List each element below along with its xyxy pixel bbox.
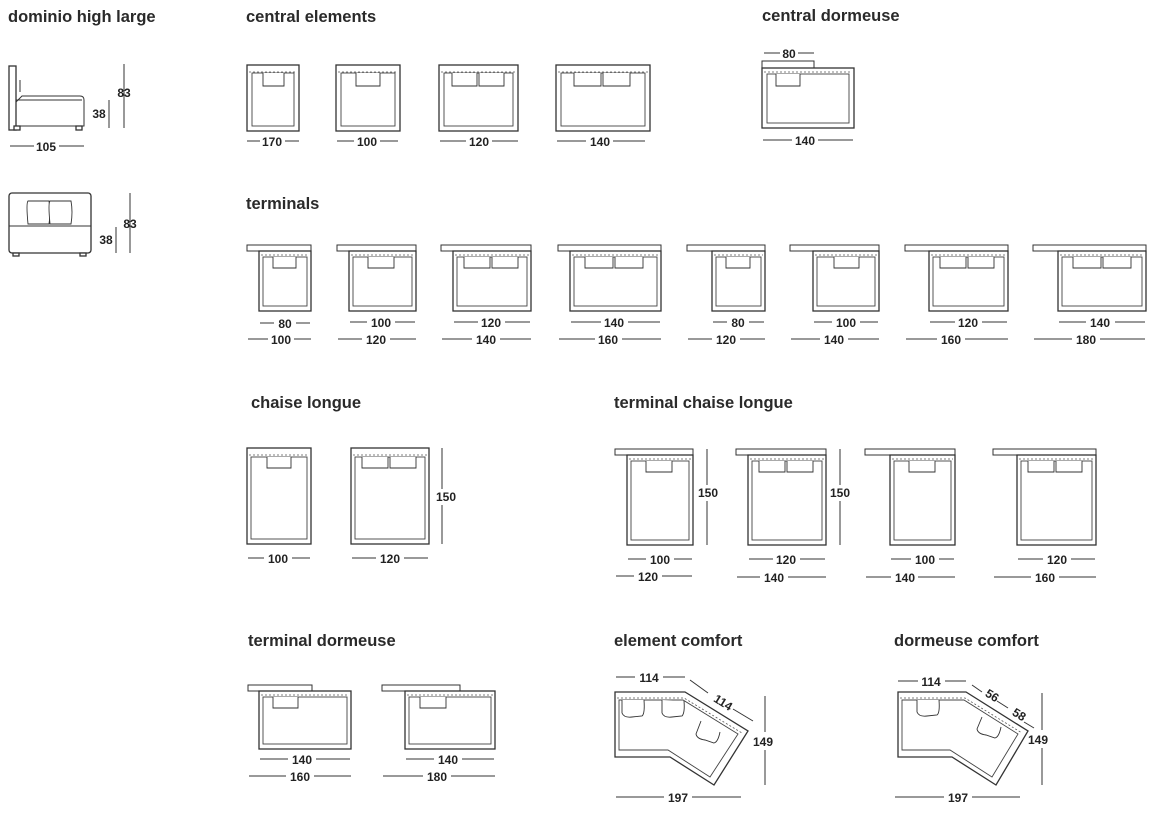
dim-cd-back: 80 (782, 47, 796, 61)
dim-tcl-3-outer: 140 (895, 571, 915, 585)
title-central-dormeuse: central dormeuse (762, 7, 900, 25)
terminal-chaise-4: 120 160 (992, 448, 1097, 585)
title-element-comfort: element comfort (614, 632, 743, 650)
title-terminals: terminals (246, 195, 319, 213)
dim-terminal-1-outer: 100 (271, 333, 291, 347)
dim-tcl-4-outer: 160 (1035, 571, 1055, 585)
dim-terminal-4-outer: 160 (598, 333, 618, 347)
dim-central-4: 140 (590, 135, 610, 149)
terminal-7: 120 160 (904, 244, 1009, 347)
dim-terminal-3-inner: 120 (481, 316, 501, 330)
dim-central-1: 170 (262, 135, 282, 149)
dim-dc-width: 197 (948, 791, 968, 805)
title-terminal-chaise-longue: terminal chaise longue (614, 394, 793, 412)
dim-tcl-1-outer: 120 (638, 570, 658, 584)
dim-tcl-4-inner: 120 (1047, 553, 1067, 567)
central-element-3: 120 (438, 64, 519, 149)
terminal-3: 120 140 (440, 244, 532, 347)
chaise-longue-2: 120 150 (350, 447, 456, 566)
dim-terminal-6-outer: 140 (824, 333, 844, 347)
dim-terminal-5-inner: 80 (731, 316, 745, 330)
terminal-6: 100 140 (789, 244, 880, 347)
dim-tcl-2-inner: 120 (776, 553, 796, 567)
dim-side-seat: 38 (92, 107, 106, 121)
terminal-5: 80 120 (686, 244, 766, 347)
dim-tcl-1-depth: 150 (698, 486, 718, 500)
dim-ec-depth: 149 (753, 735, 773, 749)
dim-tcl-3-inner: 100 (915, 553, 935, 567)
terminal-2: 100 120 (336, 244, 417, 347)
dim-front-height: 83 (123, 217, 137, 231)
terminal-1: 80 100 (246, 244, 312, 347)
dim-td-1-inner: 140 (292, 753, 312, 767)
dim-dc-top: 114 (921, 675, 941, 689)
dim-central-3: 120 (469, 135, 489, 149)
dim-terminal-7-outer: 160 (941, 333, 961, 347)
dim-td-2-inner: 140 (438, 753, 458, 767)
title-dormeuse-comfort: dormeuse comfort (894, 632, 1039, 650)
dim-terminal-2-inner: 100 (371, 316, 391, 330)
dim-terminal-3-outer: 140 (476, 333, 496, 347)
dim-cd-width: 140 (795, 134, 815, 148)
dim-terminal-2-outer: 120 (366, 333, 386, 347)
title-chaise-longue: chaise longue (251, 394, 361, 412)
terminal-chaise-1: 100 120 150 (614, 448, 718, 584)
dim-terminal-5-outer: 120 (716, 333, 736, 347)
front-view: 38 83 (8, 192, 137, 257)
dim-terminal-8-inner: 140 (1090, 316, 1110, 330)
dim-chaise-1-width: 100 (268, 552, 288, 566)
dim-terminal-7-inner: 120 (958, 316, 978, 330)
dim-ec-width: 197 (668, 791, 688, 805)
side-view: 105 38 83 (8, 64, 131, 154)
dim-terminal-4-inner: 140 (604, 316, 624, 330)
dormeuse-comfort: 114 56 58 149 197 (895, 675, 1048, 805)
title-dominio: dominio high large (8, 8, 156, 26)
dim-tcl-2-depth: 150 (830, 486, 850, 500)
dim-td-2-outer: 180 (427, 770, 447, 784)
element-comfort: 114 114 149 197 (614, 671, 773, 805)
dim-chaise-2-width: 120 (380, 552, 400, 566)
dim-terminal-6-inner: 100 (836, 316, 856, 330)
dim-central-2: 100 (357, 135, 377, 149)
central-dormeuse: 80 140 (761, 47, 855, 148)
dim-front-seat: 38 (99, 233, 113, 247)
dim-chaise-depth: 150 (436, 490, 456, 504)
terminal-chaise-2: 120 140 150 (735, 448, 850, 585)
title-central-elements: central elements (246, 8, 376, 26)
central-element-1: 170 (246, 64, 300, 149)
terminal-dormeuse-1: 140 160 (247, 684, 352, 784)
terminal-8: 140 180 (1032, 244, 1147, 347)
central-element-2: 100 (335, 64, 401, 149)
dim-td-1-outer: 160 (290, 770, 310, 784)
central-element-4: 140 (555, 64, 651, 149)
terminal-dormeuse-2: 140 180 (381, 684, 496, 784)
dim-tcl-1-inner: 100 (650, 553, 670, 567)
title-terminal-dormeuse: terminal dormeuse (248, 632, 396, 650)
dim-ec-top: 114 (639, 671, 659, 685)
dim-side-width: 105 (36, 140, 56, 154)
terminal-4: 140 160 (557, 244, 662, 347)
terminal-chaise-3: 100 140 (864, 448, 956, 585)
dim-tcl-2-outer: 140 (764, 571, 784, 585)
dim-dc-depth: 149 (1028, 733, 1048, 747)
dim-side-height: 83 (117, 86, 131, 100)
dim-terminal-1-inner: 80 (278, 317, 292, 331)
dim-terminal-8-outer: 180 (1076, 333, 1096, 347)
chaise-longue-1: 100 (246, 447, 312, 566)
